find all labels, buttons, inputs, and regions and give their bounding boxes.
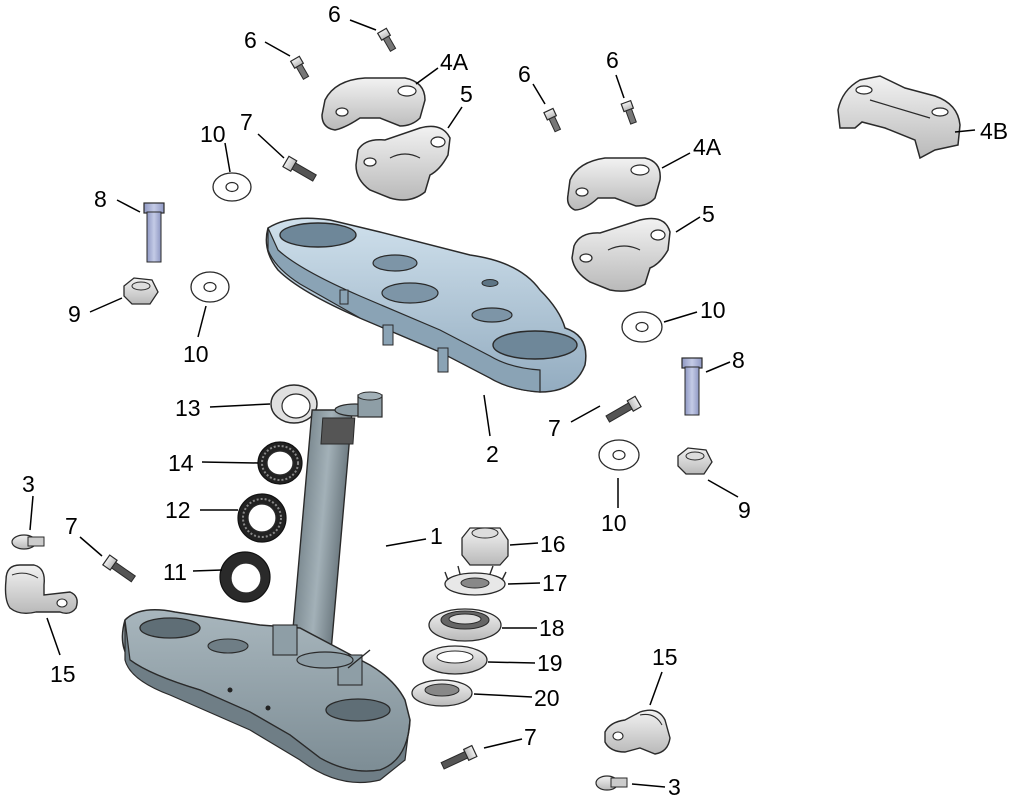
label-10-d: 10 (601, 510, 627, 536)
washer-19 (422, 645, 488, 675)
label-3-left: 3 (22, 471, 35, 497)
bolt-7-d (440, 744, 478, 770)
label-4b: 4B (980, 118, 1008, 144)
label-5-right: 5 (702, 201, 715, 227)
washer-10-d (598, 439, 640, 471)
label-15-right: 15 (652, 644, 678, 670)
screw-3-left (11, 534, 45, 550)
label-10-c: 10 (700, 297, 726, 323)
label-17: 17 (542, 570, 568, 596)
handlebar-clamp-top-left (321, 77, 426, 131)
handlebar-clamp-bottom-left (355, 125, 451, 201)
label-16: 16 (540, 531, 566, 557)
label-18: 18 (539, 615, 565, 641)
label-9-left: 9 (68, 301, 81, 327)
bolt-6-c (543, 107, 562, 133)
nut-16 (461, 527, 509, 566)
bolt-7-c (101, 554, 137, 583)
nut-9-left (123, 277, 159, 305)
cable-clamp-15-left (4, 564, 78, 615)
label-10-a: 10 (200, 121, 226, 147)
handlebar-clamp-bottom-right (571, 217, 671, 292)
label-7-a: 7 (240, 109, 253, 135)
label-9-right: 9 (738, 497, 751, 523)
label-5-left: 5 (460, 81, 473, 107)
label-6-b: 6 (244, 27, 257, 53)
label-8-right: 8 (732, 347, 745, 373)
label-7-c: 7 (65, 513, 78, 539)
label-14: 14 (168, 450, 194, 476)
label-4a-right: 4A (693, 134, 722, 160)
label-13: 13 (175, 395, 201, 421)
lower-triple-clamp (121, 609, 411, 783)
label-3-right: 3 (668, 774, 681, 800)
bolt-6-d (620, 99, 637, 125)
washer-20 (411, 679, 473, 707)
bolt-8-left (143, 202, 165, 263)
washer-10-b (190, 271, 230, 303)
washer-10-a (212, 172, 252, 202)
label-12: 12 (165, 497, 191, 523)
cable-clamp-15-right (604, 709, 671, 755)
lock-washer-17 (444, 565, 507, 596)
bearing-race-11 (219, 551, 271, 603)
bolt-7-a (282, 155, 317, 182)
label-2: 2 (486, 441, 499, 467)
label-4a-left: 4A (440, 49, 469, 75)
upper-triple-clamp (265, 217, 587, 393)
dust-seal-13 (270, 384, 318, 424)
leader-lines (29, 19, 976, 788)
bolt-6-b (289, 55, 310, 81)
screw-3-right (595, 775, 628, 791)
adjuster-nut-18 (428, 608, 502, 642)
label-8-left: 8 (94, 186, 107, 212)
label-10-b: 10 (183, 341, 209, 367)
handlebar-clamp-4b (837, 75, 961, 160)
bearing-14 (257, 441, 303, 485)
nut-9-right (677, 447, 713, 475)
label-7-d: 7 (524, 724, 537, 750)
label-6-d: 6 (606, 47, 619, 73)
handlebar-clamp-top-right (566, 157, 661, 211)
label-7-b: 7 (548, 415, 561, 441)
washer-10-c (621, 311, 663, 343)
label-6-c: 6 (518, 61, 531, 87)
steering-stem (289, 391, 383, 661)
label-6-a: 6 (328, 1, 341, 27)
label-15-left: 15 (50, 661, 76, 687)
label-20: 20 (534, 685, 560, 711)
bearing-12 (237, 493, 287, 543)
label-11: 11 (163, 559, 187, 585)
bolt-7-b (605, 395, 642, 423)
part-labels: 6 6 4A 5 6 6 4A 5 4B 10 7 8 9 10 10 8 7 … (22, 1, 1008, 800)
label-1: 1 (430, 523, 443, 549)
bolt-8-right (681, 357, 703, 416)
bolt-6-a (376, 27, 397, 53)
label-19: 19 (537, 650, 563, 676)
